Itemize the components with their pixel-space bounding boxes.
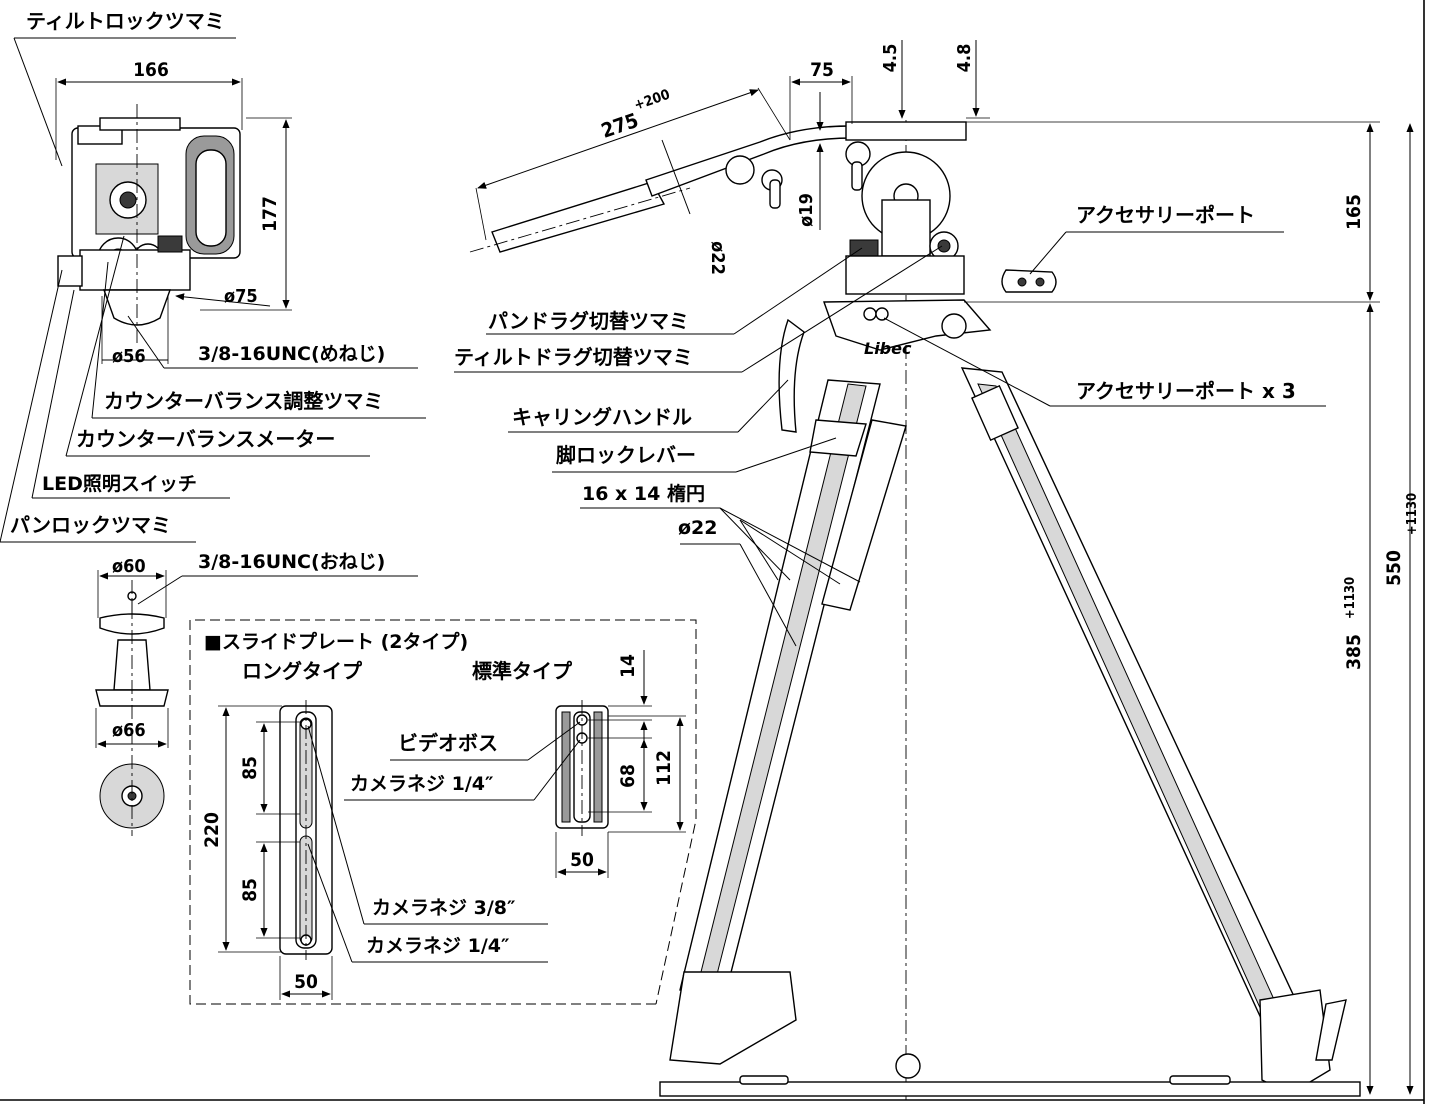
handle-tube-dimension: ø19 [796,92,824,230]
counterbalance-meter-label: カウンターバランスメーター [76,427,335,451]
std-plate-width-dimension: 50 [555,832,609,878]
bowl-dia-dimension: ø75 [175,286,271,307]
std-top-offset-dimension: 14 [588,650,652,742]
long-plate-width-value: 50 [294,971,318,993]
long-type-label: ロングタイプ [242,659,363,683]
callout-counterbalance-knob: カウンターバランス調整ツマミ [91,261,426,419]
callout-thread-female: 3/8-16UNC(めねじ) [127,315,418,369]
callout-tilt-lock: ティルトロックツマミ [13,9,236,167]
bowl-base-dimension: ø56 [101,296,169,367]
total-height-ext-value: +1130 [1405,493,1420,535]
offset-b-value: 4.8 [954,44,975,73]
callout-video-boss: ビデオボス [390,721,581,761]
thread-male-label: 3/8-16UNC(おねじ) [198,551,385,573]
handle-offset-value: 75 [810,59,834,81]
head-total-height-dimension: 165 [964,121,1380,303]
knob-bottom-dia-value: ø66 [112,720,146,741]
std-top-offset-value: 14 [617,654,639,678]
carrying-handle-label: キャリングハンドル [512,405,692,429]
callout-led-switch: LED照明スイッチ [31,289,230,499]
long-slot-b-value: 85 [239,878,261,902]
handle-grip-dimension: ø22 [661,139,728,275]
head-width-value: 166 [133,59,169,81]
callout-camera-screw-quarter-b: カメラネジ 1/4″ [307,843,548,963]
brand-logo: Libec [864,339,912,358]
callout-camera-screw-quarter-a: カメラネジ 1/4″ [344,739,581,801]
long-plate-length-dimension: 220 [201,705,282,953]
head-total-height-value: 165 [1343,194,1365,230]
std-plate-length-value: 112 [653,750,675,786]
callout-counterbalance-meter: カウンターバランスメーター [65,235,370,457]
leg-lock-lever-label: 脚ロックレバー [556,443,696,467]
standard-type-label: 標準タイプ [472,659,573,683]
camera-screw-3-8-label: カメラネジ 3/8″ [372,897,516,919]
callout-camera-screw-3-8: カメラネジ 3/8″ [307,725,548,925]
knob-top-dimension: ø60 [97,556,167,618]
accessory-port-x3-label: アクセサリーポート x 3 [1076,379,1296,403]
total-height-dimension: 550 +1130 [1383,123,1420,1095]
camera-screw-quarter-a-label: カメラネジ 1/4″ [350,773,494,795]
callout-pan-drag: パンドラグ切替ツマミ [486,247,863,335]
pan-drag-knob-label: パンドラグ切替ツマミ [488,309,689,333]
long-slot-a-dimension: 85 [239,721,300,815]
leg-height-dimension: 385 +1130 [1343,303,1374,1095]
long-slot-b-dimension: 85 [239,841,300,939]
long-plate-width-dimension: 50 [279,956,333,1000]
head-width-dimension: 166 [55,59,243,160]
handle-offset-dimension: 75 [789,59,853,140]
handle-tube-dia-value: ø19 [796,193,817,227]
accessory-port-label: アクセサリーポート [1076,203,1255,227]
long-plate-drawing [279,700,333,960]
callout-accessory-port-x3: アクセサリーポート x 3 [883,317,1326,407]
std-slot-length-value: 68 [617,764,639,788]
head-height-dimension: 177 [200,117,292,311]
video-boss-label: ビデオボス [398,731,498,755]
camera-screw-quarter-b-label: カメラネジ 1/4″ [366,935,510,957]
handle-grip-dia-value: ø22 [707,241,728,275]
callout-tilt-drag: ティルトドラグ切替ツマミ [454,245,943,373]
callout-leg-dia: ø22 [678,517,841,647]
bowl-dia-value: ø75 [224,286,258,307]
tilt-lock-knob-label: ティルトロックツマミ [26,9,225,33]
callout-leg-section: 16 x 14 楕円 [580,482,861,583]
head-front-view [57,104,241,346]
leg-height-value: 385 [1343,634,1365,670]
callout-carrying-handle: キャリングハンドル [508,379,789,433]
handle-length-value: 275 [598,108,641,143]
leg-section-label: 16 x 14 楕円 [582,482,705,505]
led-switch-label: LED照明スイッチ [42,473,197,495]
slide-plate-title: ■スライドプレート (2タイプ) [204,630,468,653]
tripod-side-view: Libec [469,120,1361,1100]
mounting-knob-drawing [95,580,169,836]
std-plate-width-value: 50 [570,849,594,871]
callout-pan-lock: パンロックツマミ [0,269,196,543]
standard-plate-drawing [555,700,609,836]
callout-thread-male: 3/8-16UNC(おねじ) [137,551,418,605]
long-slot-a-value: 85 [239,756,261,780]
offset-a-value: 4.5 [880,44,901,73]
callout-leg-lock-lever: 脚ロックレバー [552,437,837,473]
knob-bottom-dimension: ø66 [95,708,169,748]
thread-female-label: 3/8-16UNC(めねじ) [198,343,385,365]
pan-lock-knob-label: パンロックツマミ [10,513,171,537]
total-height-value: 550 [1383,550,1405,586]
offset-a-dimension: 4.5 [880,40,906,119]
leg-height-ext-value: +1130 [1343,577,1358,619]
long-plate-length-value: 220 [201,812,223,848]
std-plate-length-dimension: 112 [608,715,686,833]
counterbalance-knob-label: カウンターバランス調整ツマミ [104,389,383,413]
slide-plate-box: ■スライドプレート (2タイプ) ロングタイプ 標準タイプ [189,619,697,1005]
leg-dia-label: ø22 [678,517,718,539]
tilt-drag-knob-label: ティルトドラグ切替ツマミ [454,345,693,369]
callout-accessory-port: アクセサリーポート [1029,203,1284,275]
knob-top-dia-value: ø60 [112,556,146,577]
std-slot-length-dimension: 68 [588,737,652,813]
bowl-base-value: ø56 [112,346,146,367]
handle-length-ext-value: +200 [632,87,672,114]
head-height-value: 177 [259,196,281,232]
offset-b-dimension: 4.8 [954,40,990,119]
